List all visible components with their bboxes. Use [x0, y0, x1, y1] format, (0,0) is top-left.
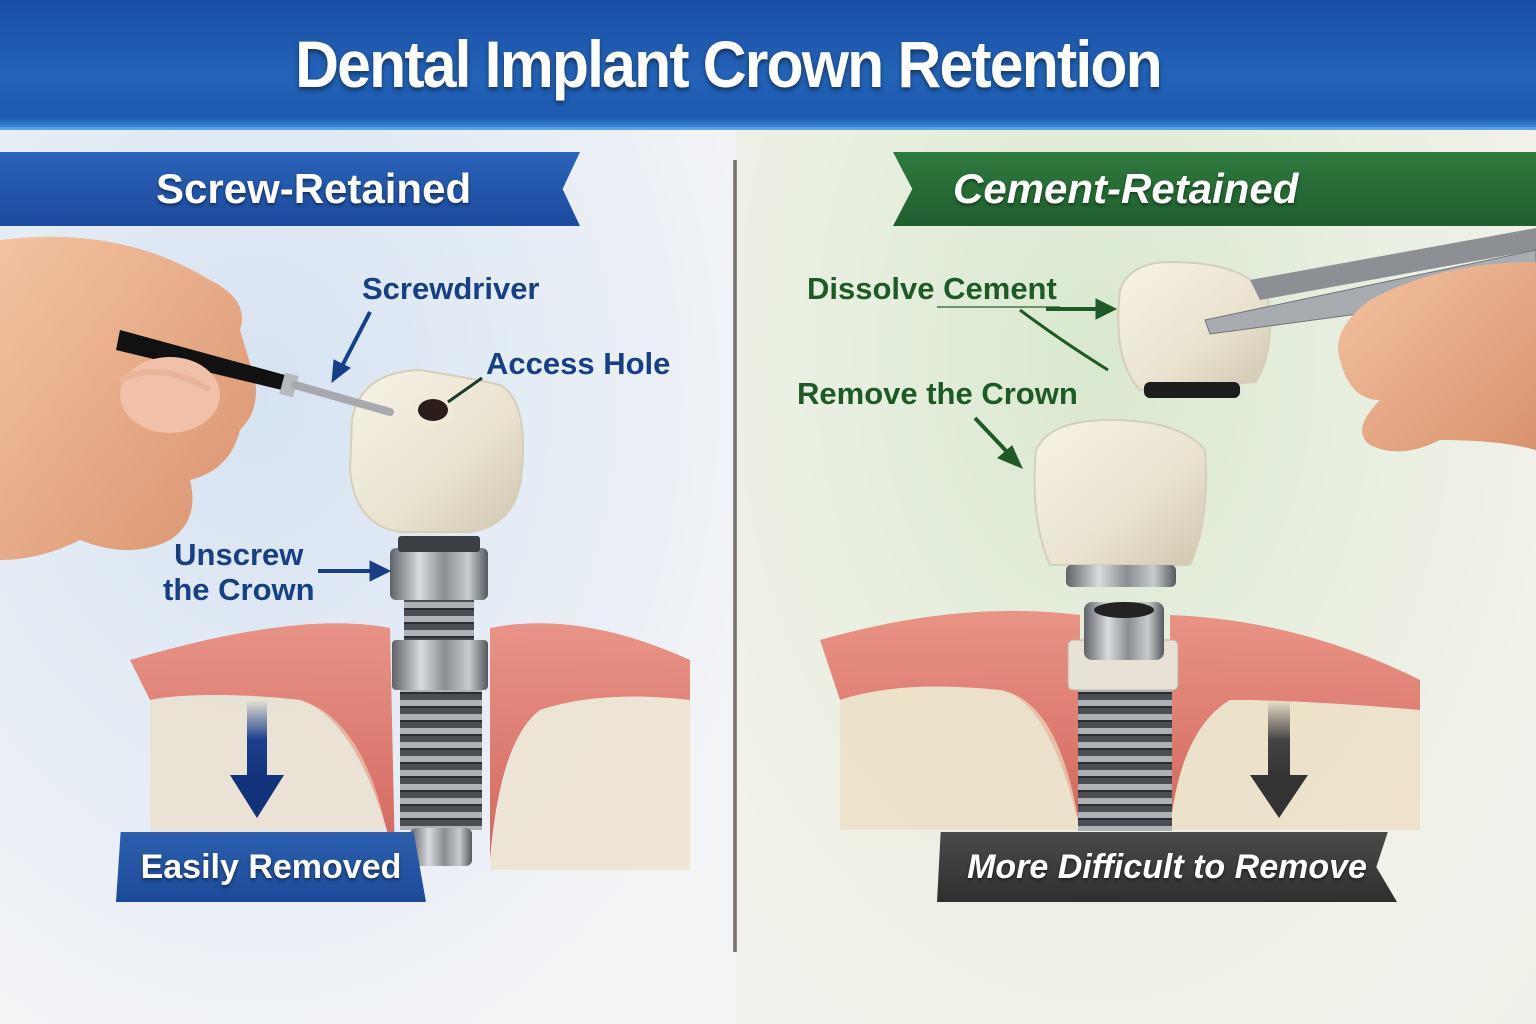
left-gum-bone [130, 623, 690, 870]
unscrew-crown-label: Unscrew the Crown [163, 537, 315, 607]
right-gum-bone [820, 610, 1420, 830]
screw-retained-heading-text: Screw-Retained [156, 165, 472, 212]
more-difficult-text: More Difficult to Remove [967, 847, 1367, 886]
right-implant [1067, 602, 1179, 831]
access-hole-label: Access Hole [486, 346, 671, 381]
left-annotation-arrows [230, 311, 483, 818]
page-title: Dental Implant Crown Retention [295, 27, 1163, 101]
left-crown [348, 368, 525, 533]
easily-removed-text: Easily Removed [140, 847, 402, 886]
cement-retained-heading: Cement-Retained [893, 152, 1536, 226]
easily-removed-banner: Easily Removed [116, 832, 426, 902]
cement-retained-heading-text: Cement-Retained [953, 165, 1299, 212]
right-crown-upper [1117, 260, 1271, 398]
hand-with-screwdriver [0, 236, 394, 561]
unscrew-label-line1: Unscrew [174, 537, 304, 572]
unscrew-label-line2: the Crown [163, 571, 315, 607]
right-annotation-arrows [937, 298, 1308, 818]
panel-divider [733, 160, 737, 952]
more-difficult-banner: More Difficult to Remove [937, 832, 1397, 902]
right-crown-lower [1033, 418, 1207, 587]
screw-retained-heading: Screw-Retained [0, 152, 580, 226]
header-banner: Dental Implant Crown Retention [0, 0, 1536, 130]
remove-crown-label: Remove the Crown [797, 376, 1078, 411]
left-implant [390, 536, 488, 866]
tweezers-and-hand [1204, 228, 1536, 452]
dissolve-cement-label: Dissolve Cement [807, 271, 1057, 306]
screwdriver-label: Screwdriver [362, 271, 540, 306]
